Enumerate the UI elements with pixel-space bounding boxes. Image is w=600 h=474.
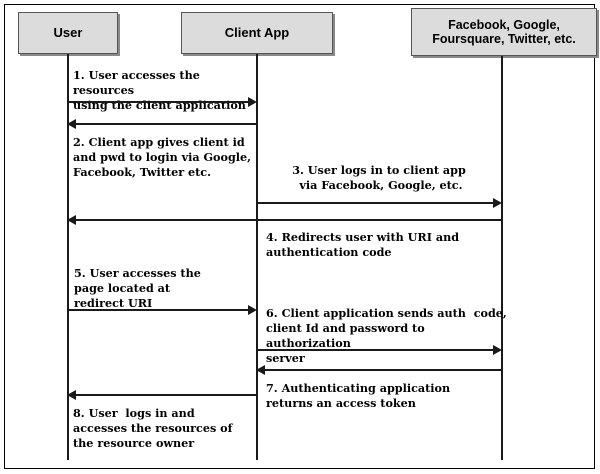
lifeline-user <box>67 54 69 460</box>
message-label-7: 7. Authenticating application returns an… <box>266 381 451 410</box>
message-label-8: 8. User logs in and accesses the resourc… <box>73 406 233 450</box>
arrow-head-right-icon-6 <box>493 345 502 355</box>
message-label-4: 4. Redirects user with URI and authentic… <box>266 230 460 259</box>
lifeline-identity-providers <box>501 56 503 460</box>
message-line-1 <box>68 101 249 103</box>
arrow-head-left-icon-8 <box>67 390 76 400</box>
arrow-head-left-icon-4 <box>67 215 76 225</box>
message-line-2 <box>76 123 257 125</box>
arrow-head-right-icon-3 <box>493 198 502 208</box>
message-label-3: 3. User logs in to client app via Facebo… <box>292 163 466 192</box>
arrow-head-left-icon-7 <box>256 365 265 375</box>
lifeline-client-app <box>256 54 258 460</box>
participant-box-identity-providers[interactable]: Facebook, Google, Foursquare, Twitter, e… <box>411 8 597 56</box>
message-label-2: 2. Client app gives client id and pwd to… <box>73 135 252 179</box>
message-label-1: 1. User accesses the resources using the… <box>73 68 246 112</box>
message-line-7 <box>265 369 502 371</box>
arrow-head-right-icon-5 <box>248 305 257 315</box>
arrow-head-left-icon-2 <box>67 119 76 129</box>
message-line-6 <box>257 349 494 351</box>
message-line-5 <box>68 309 249 311</box>
participant-box-user[interactable]: User <box>18 12 118 54</box>
participant-box-client-app[interactable]: Client App <box>181 12 333 54</box>
message-line-3 <box>257 202 494 204</box>
message-line-8 <box>76 394 257 396</box>
diagram-outer-border <box>4 4 595 469</box>
message-label-6: 6. Client application sends auth code, c… <box>266 306 507 365</box>
message-label-5: 5. User accesses the page located at red… <box>74 266 201 310</box>
message-line-4 <box>76 219 502 221</box>
arrow-head-right-icon-1 <box>248 97 257 107</box>
